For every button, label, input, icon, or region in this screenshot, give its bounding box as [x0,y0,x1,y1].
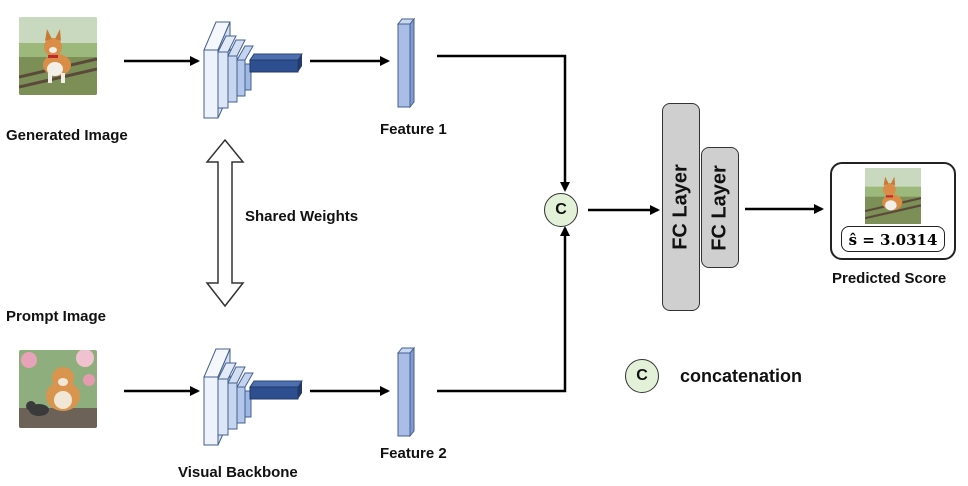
generated-dog-photo [19,17,97,95]
legend-concat-circle: C [625,359,659,393]
feature1-bar [396,17,416,109]
shared-weights-arrow [205,138,245,308]
fc-layer-2-label: FC Layer [708,164,731,251]
generated-image [19,17,97,95]
shared-weights-label: Shared Weights [245,208,359,225]
generated-image-label: Generated Image [6,127,128,144]
concat-circle: C [544,193,578,227]
prompt-image-label: Prompt Image [6,308,107,325]
backbone-top [203,21,303,119]
backbone-bottom [203,348,303,446]
score-dog-photo [865,168,921,224]
arrow-feature2-to-concat [437,226,570,393]
predicted-score-label: Predicted Score [832,270,947,287]
prompt-dog-photo [19,350,97,428]
prompt-image [19,350,97,428]
predicted-score-box: ŝ = 3.0314 [830,162,956,260]
score-value: ŝ = 3.0314 [841,226,945,252]
fc-layer-1-label: FC Layer [669,164,692,250]
legend-concatenation-label: concatenation [680,366,803,386]
visual-backbone-label: Visual Backbone [178,464,298,481]
feature1-label: Feature 1 [380,121,447,138]
feature2-bar [396,346,416,438]
fc-layer-1: FC Layer [662,103,700,311]
fc-layer-2: FC Layer [701,147,739,268]
feature2-label: Feature 2 [380,445,447,462]
score-thumbnail [865,168,921,224]
arrow-feature1-to-concat [437,54,570,192]
